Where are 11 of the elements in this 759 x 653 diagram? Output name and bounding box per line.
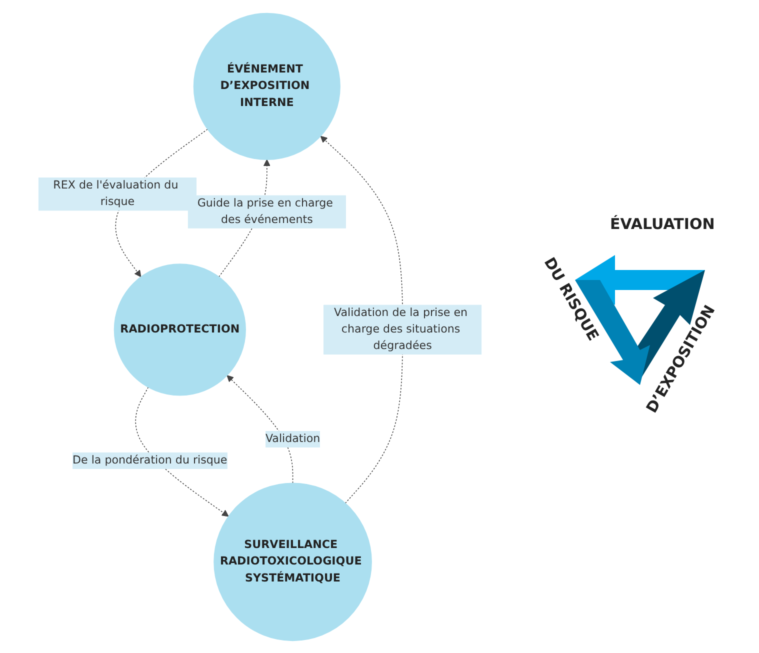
node-circle: SURVEILLANCE RADIOTOXICOLOGIQUE SYSTÉMATIQUE xyxy=(214,482,372,641)
arrow xyxy=(226,374,294,484)
edge-label: Guide la prise en charge des événements xyxy=(197,196,333,226)
edge-label: Validation de la prise en charge des situations dégradées xyxy=(334,306,468,352)
edge-label: Validation xyxy=(265,432,320,445)
cycle-label: ÉVALUATION xyxy=(610,215,715,233)
node-circle: ÉVÉNEMENT D’EXPOSITION INTERNE xyxy=(193,12,340,160)
arrow xyxy=(135,386,229,516)
node-circle: RADIOPROTECTION xyxy=(114,263,246,396)
edge-label: REX de l'évaluation du risque xyxy=(53,178,178,208)
edge-label: De la pondération du risque xyxy=(72,453,228,466)
